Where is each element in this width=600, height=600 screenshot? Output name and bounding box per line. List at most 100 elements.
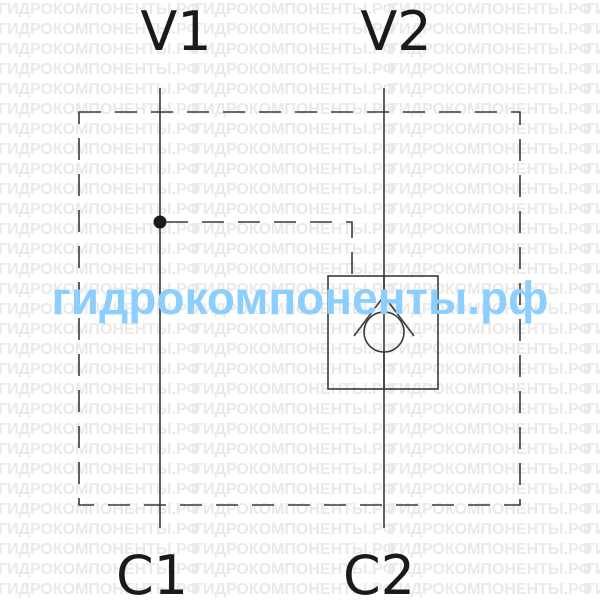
watermark-tile: ГИДРОКОМПОНЕНТЫ.РФ <box>0 241 200 258</box>
watermark-tile: ГИДРОКОМПОНЕНТЫ.РФ <box>0 1 200 18</box>
watermark-tile: ГИДРОКОМПОНЕНТЫ.РФ <box>0 161 200 178</box>
watermark-tile: ГИДРОКОМПОНЕНТЫ.РФ <box>0 221 200 238</box>
watermark-tile: ГИДРОКОМПОНЕНТЫ.РФ <box>0 121 200 138</box>
watermark-tile: ГИДРОКОМПОНЕНТЫ.РФ <box>194 361 396 378</box>
watermark-tile: ГИДРОКОМПОНЕНТЫ.РФ <box>0 361 200 378</box>
watermark-tile: ГИДРОКОМПОНЕНТЫ.РФ <box>390 101 592 118</box>
watermark-tile: ГИДРОКОМПОНЕНТЫ.РФ <box>0 101 200 118</box>
watermark-tile: ГИДРОКОМПОНЕНТЫ.РФ <box>390 481 592 498</box>
watermark-tile: ГИДРОКОМПОНЕНТЫ.РФ <box>390 321 592 338</box>
watermark-tile: ГИДРОКОМПОНЕНТЫ.РФ <box>194 301 396 318</box>
watermark-tile: ГИДРОКОМПОНЕНТЫ.РФ <box>390 501 592 518</box>
watermark-tile: ГИДРОКОМПОНЕНТЫ.РФ <box>194 101 396 118</box>
watermark-tile: ГИДРОКОМПОНЕНТЫ.РФ <box>0 181 200 198</box>
watermark-tile: ГИДРОКОМПОНЕНТЫ.РФ <box>194 181 396 198</box>
watermark-tile: ГИДРОКОМПОНЕНТЫ.РФ <box>586 61 600 78</box>
watermark-tile: ГИДРОКОМПОНЕНТЫ.РФ <box>194 521 396 538</box>
check-valve-ball <box>363 311 405 353</box>
watermark-tile: ГИДРОКОМПОНЕНТЫ.РФ <box>390 581 592 598</box>
watermark-tile: ГИДРОКОМПОНЕНТЫ.РФ <box>586 221 600 238</box>
watermark-tile: ГИДРОКОМПОНЕНТЫ.РФ <box>194 261 396 278</box>
watermark-tile: ГИДРОКОМПОНЕНТЫ.РФ <box>390 301 592 318</box>
watermark-tile: ГИДРОКОМПОНЕНТЫ.РФ <box>194 161 396 178</box>
watermark-tile: ГИДРОКОМПОНЕНТЫ.РФ <box>390 281 592 298</box>
watermark-tile: ГИДРОКОМПОНЕНТЫ.РФ <box>586 481 600 498</box>
watermark-tile: ГИДРОКОМПОНЕНТЫ.РФ <box>194 441 396 458</box>
watermark-tile: ГИДРОКОМПОНЕНТЫ.РФ <box>586 1 600 18</box>
watermark-tile: ГИДРОКОМПОНЕНТЫ.РФ <box>390 541 592 558</box>
watermark-tile: ГИДРОКОМПОНЕНТЫ.РФ <box>390 141 592 158</box>
watermark-tile: ГИДРОКОМПОНЕНТЫ.РФ <box>390 181 592 198</box>
watermark-tile: ГИДРОКОМПОНЕНТЫ.РФ <box>586 361 600 378</box>
watermark-tile: ГИДРОКОМПОНЕНТЫ.РФ <box>194 61 396 78</box>
watermark-tile: ГИДРОКОМПОНЕНТЫ.РФ <box>0 501 200 518</box>
watermark-main: гидрокомпоненты.рф <box>52 272 549 324</box>
watermark-tile: ГИДРОКОМПОНЕНТЫ.РФ <box>194 141 396 158</box>
watermark-tile: ГИДРОКОМПОНЕНТЫ.РФ <box>194 241 396 258</box>
watermark-tile: ГИДРОКОМПОНЕНТЫ.РФ <box>390 421 592 438</box>
watermark-tile: ГИДРОКОМПОНЕНТЫ.РФ <box>390 441 592 458</box>
watermark-tile: ГИДРОКОМПОНЕНТЫ.РФ <box>194 321 396 338</box>
watermark-tile: ГИДРОКОМПОНЕНТЫ.РФ <box>194 81 396 98</box>
watermark-tile: ГИДРОКОМПОНЕНТЫ.РФ <box>194 341 396 358</box>
watermark-tile: ГИДРОКОМПОНЕНТЫ.РФ <box>0 481 200 498</box>
watermark-tile: ГИДРОКОМПОНЕНТЫ.РФ <box>0 381 200 398</box>
watermark-tile: ГИДРОКОМПОНЕНТЫ.РФ <box>0 61 200 78</box>
watermark-tile: ГИДРОКОМПОНЕНТЫ.РФ <box>0 261 200 278</box>
watermark-tile: ГИДРОКОМПОНЕНТЫ.РФ <box>586 141 600 158</box>
watermark-tile: ГИДРОКОМПОНЕНТЫ.РФ <box>0 461 200 478</box>
watermark-tile: ГИДРОКОМПОНЕНТЫ.РФ <box>586 461 600 478</box>
watermark-tile: ГИДРОКОМПОНЕНТЫ.РФ <box>0 341 200 358</box>
watermark-tile: ГИДРОКОМПОНЕНТЫ.РФ <box>0 581 200 598</box>
watermark-tile: ГИДРОКОМПОНЕНТЫ.РФ <box>0 441 200 458</box>
watermark-tile: ГИДРОКОМПОНЕНТЫ.РФ <box>194 401 396 418</box>
watermark-tile: ГИДРОКОМПОНЕНТЫ.РФ <box>194 541 396 558</box>
check-valve-seat <box>353 294 415 337</box>
port-label-v2: V2 <box>360 0 431 63</box>
watermark-tile: ГИДРОКОМПОНЕНТЫ.РФ <box>390 1 592 18</box>
port-label-v1: V1 <box>140 0 211 63</box>
watermark-tile: ГИДРОКОМПОНЕНТЫ.РФ <box>390 61 592 78</box>
watermark-tile: ГИДРОКОМПОНЕНТЫ.РФ <box>586 81 600 98</box>
watermark-tile: ГИДРОКОМПОНЕНТЫ.РФ <box>0 421 200 438</box>
watermark-tile: ГИДРОКОМПОНЕНТЫ.РФ <box>194 121 396 138</box>
watermark-tile: ГИДРОКОМПОНЕНТЫ.РФ <box>586 521 600 538</box>
watermark-tile: ГИДРОКОМПОНЕНТЫ.РФ <box>390 241 592 258</box>
watermark-tile: ГИДРОКОМПОНЕНТЫ.РФ <box>586 341 600 358</box>
watermark-tile: ГИДРОКОМПОНЕНТЫ.РФ <box>586 101 600 118</box>
watermark-tile: ГИДРОКОМПОНЕНТЫ.РФ <box>0 21 200 38</box>
watermark-tile: ГИДРОКОМПОНЕНТЫ.РФ <box>194 281 396 298</box>
watermark-tile: ГИДРОКОМПОНЕНТЫ.РФ <box>194 501 396 518</box>
watermark-tile: ГИДРОКОМПОНЕНТЫ.РФ <box>586 541 600 558</box>
watermark-tile: ГИДРОКОМПОНЕНТЫ.РФ <box>586 261 600 278</box>
watermark-tile: ГИДРОКОМПОНЕНТЫ.РФ <box>194 41 396 58</box>
watermark-tile: ГИДРОКОМПОНЕНТЫ.РФ <box>586 41 600 58</box>
watermark-tile: ГИДРОКОМПОНЕНТЫ.РФ <box>586 201 600 218</box>
pilot-junction-dot <box>153 215 167 229</box>
watermark-tile: ГИДРОКОМПОНЕНТЫ.РФ <box>0 301 200 318</box>
watermark-tile: ГИДРОКОМПОНЕНТЫ.РФ <box>194 21 396 38</box>
watermark-tile: ГИДРОКОМПОНЕНТЫ.РФ <box>390 261 592 278</box>
watermark-tile: ГИДРОКОМПОНЕНТЫ.РФ <box>390 41 592 58</box>
watermark-tile: ГИДРОКОМПОНЕНТЫ.РФ <box>0 561 200 578</box>
watermark-tile: ГИДРОКОМПОНЕНТЫ.РФ <box>0 281 200 298</box>
watermark-tile: ГИДРОКОМПОНЕНТЫ.РФ <box>194 201 396 218</box>
watermark-tile: ГИДРОКОМПОНЕНТЫ.РФ <box>194 481 396 498</box>
watermark-tile: ГИДРОКОМПОНЕНТЫ.РФ <box>390 381 592 398</box>
watermark-tile: ГИДРОКОМПОНЕНТЫ.РФ <box>194 581 396 598</box>
watermark-tile: ГИДРОКОМПОНЕНТЫ.РФ <box>586 121 600 138</box>
watermark-tile: ГИДРОКОМПОНЕНТЫ.РФ <box>390 461 592 478</box>
watermark-tile: ГИДРОКОМПОНЕНТЫ.РФ <box>390 221 592 238</box>
watermark-tile: ГИДРОКОМПОНЕНТЫ.РФ <box>586 441 600 458</box>
watermark-tile: ГИДРОКОМПОНЕНТЫ.РФ <box>586 421 600 438</box>
watermark-tile: ГИДРОКОМПОНЕНТЫ.РФ <box>586 181 600 198</box>
watermark-tile: ГИДРОКОМПОНЕНТЫ.РФ <box>586 21 600 38</box>
watermark-tile: ГИДРОКОМПОНЕНТЫ.РФ <box>390 161 592 178</box>
watermark-tile: ГИДРОКОМПОНЕНТЫ.РФ <box>194 561 396 578</box>
watermark-tile: ГИДРОКОМПОНЕНТЫ.РФ <box>390 81 592 98</box>
watermark-tile: ГИДРОКОМПОНЕНТЫ.РФ <box>586 301 600 318</box>
watermark-tile: ГИДРОКОМПОНЕНТЫ.РФ <box>0 541 200 558</box>
valve-body-outline <box>78 111 521 506</box>
watermark-tile: ГИДРОКОМПОНЕНТЫ.РФ <box>390 561 592 578</box>
